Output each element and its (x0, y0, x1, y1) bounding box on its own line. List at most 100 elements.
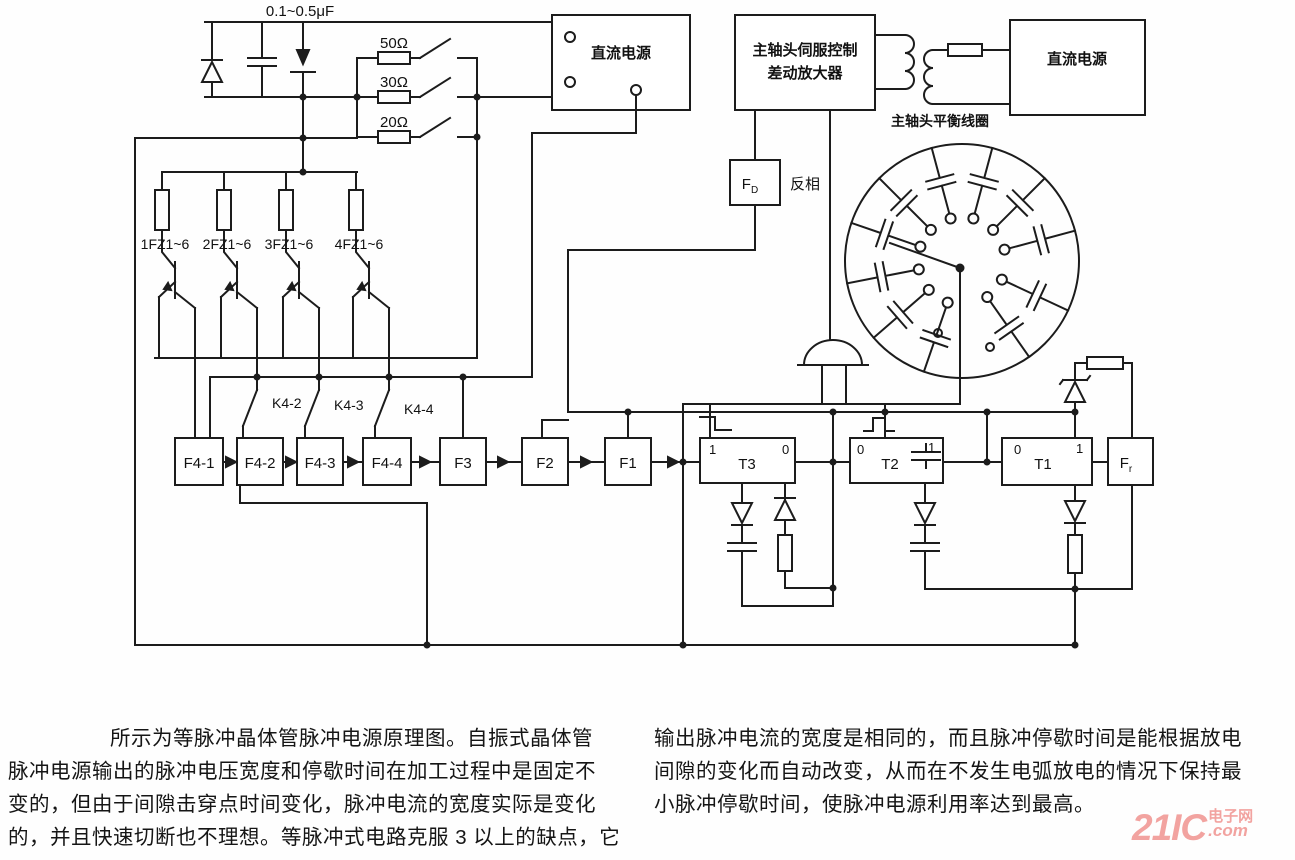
resistor-50ohm-icon (377, 51, 411, 65)
rotary-capacitor-selector (844, 143, 1080, 405)
t1-left-state: 0 (1014, 442, 1021, 457)
box-fr (1107, 437, 1154, 486)
fz-branch-1 (154, 171, 197, 439)
t1-right-state: 1 (1076, 441, 1083, 456)
box-t1 (1001, 437, 1093, 486)
resistor-30ohm-icon (377, 90, 411, 104)
zener-bar (1058, 374, 1092, 386)
terminal (564, 31, 576, 43)
resistor-20ohm-icon (377, 130, 411, 144)
box-t2-label: T2 (881, 456, 899, 473)
caption-line: 小脉冲停歇时间，使脉冲电源利用率达到最高。 (654, 793, 1095, 816)
clamp-diode-leads (201, 21, 223, 98)
spare-contact (933, 328, 943, 338)
fd-box-label: FD (742, 176, 758, 196)
caption-line: 脉冲电源输出的脉冲电压宽度和停歇时间在加工过程中是固定不 (8, 760, 596, 783)
dc-supply-left-label: 直流电源 (591, 44, 651, 62)
t3-right-state: 0 (782, 442, 789, 457)
box-f4-1-label: F4-1 (184, 455, 215, 472)
caption-left-column: 所示为等脉冲晶体管脉冲电源原理图。自振式晶体管 脉冲电源输出的脉冲电压宽度和停歇… (8, 722, 644, 854)
fd-output-wire (567, 204, 756, 413)
fz-branch-3 (278, 171, 321, 391)
box-f4-1 (174, 437, 224, 486)
fz-branch-4 (348, 171, 391, 391)
box-f3-label: F3 (454, 455, 472, 472)
box-f2-label: F2 (536, 455, 554, 472)
fd-main: F (742, 176, 751, 193)
k4-4-switch (373, 388, 391, 439)
res20-label: 20Ω (380, 114, 408, 131)
box-f3 (439, 437, 487, 486)
dc-supply-right-box (1009, 19, 1146, 116)
caption-line: 输出脉冲电流的宽度是相同的，而且脉冲停歇时间是能根据放电 (654, 727, 1242, 750)
dc-supply-right-label: 直流电源 (1047, 50, 1107, 68)
fd-caption: 反相 (790, 176, 820, 193)
capacitor-spokes (845, 146, 1077, 373)
t2-left-state: 0 (857, 442, 864, 457)
k4-3-label: K4-3 (334, 397, 364, 413)
coil2-leads (932, 49, 1011, 105)
k4-2-switch (241, 388, 259, 439)
outer-bottom-bus (134, 137, 1076, 646)
coil-resistor-icon (947, 43, 983, 57)
box-f4-3 (296, 437, 344, 486)
fz3-label: 3FZ1~6 (265, 236, 314, 252)
t2-lower-network (910, 482, 1133, 590)
21ic-watermark: 21IC 电子网 .com (1132, 807, 1254, 848)
box-f4-4 (362, 437, 412, 486)
coil1-icon (903, 33, 915, 91)
wiper-pivot (955, 263, 965, 273)
servo-box-line1: 主轴头伺服控制 (752, 41, 857, 59)
watermark-com: .com (1208, 821, 1248, 840)
fd-box (729, 159, 781, 206)
caption-line: 所示为等脉冲晶体管脉冲电源原理图。自振式晶体管 (110, 727, 593, 750)
k4-3-switch (303, 388, 321, 439)
fd-sub: D (751, 185, 758, 196)
box-f4-4-label: F4-4 (372, 455, 403, 472)
solenoid-bell-icon (797, 339, 869, 405)
switch-50-blade (418, 37, 452, 60)
k4-2-label: K4-2 (272, 395, 302, 411)
terminal (630, 84, 642, 96)
watermark-cn: 电子网 (1208, 808, 1254, 825)
caption-line: 变的，但由于间隙击穿点时间变化，脉冲电流的宽度实际是变化 (8, 793, 596, 816)
selector-wiper-arm (888, 241, 962, 270)
box-fr-label: Fr (1120, 455, 1133, 475)
switch-20-blade (418, 116, 452, 139)
servo-box-line2: 差动放大器 (767, 64, 843, 82)
terminal (564, 76, 576, 88)
rising-pulse-icon (863, 417, 895, 432)
t3-left-state: 1 (709, 442, 716, 457)
box-f4-3-label: F4-3 (305, 455, 336, 472)
k4-4-label: K4-4 (404, 401, 434, 417)
chain-arrows (222, 455, 701, 469)
servo-amp-box (734, 14, 876, 111)
zener-branch (1058, 356, 1133, 439)
falling-pulse-icon (699, 416, 732, 431)
t3-lower-network (727, 411, 834, 607)
spare-contact (985, 342, 995, 352)
t2-internal-capacitor-icon (911, 443, 941, 469)
fz1-label: 1FZ1~6 (141, 236, 190, 252)
cap-value-label: 0.1~0.5μF (266, 3, 334, 20)
pulse-power-supply-schematic: 0.1~0.5μF 50Ω 30Ω 20Ω 直流电源 主轴头伺服控制 差动放大器… (134, 3, 1154, 649)
coil2-icon (923, 48, 935, 106)
coil1-leads (874, 34, 906, 90)
fz2-label: 2FZ1~6 (203, 236, 252, 252)
caption-line: 的，并且快速切断也不理想。等脉冲式电路克服 3 以上的缺点，它 (8, 826, 621, 849)
box-f4-2-label: F4-2 (245, 455, 276, 472)
junction-dots (253, 93, 1079, 649)
box-t3-label: T3 (738, 456, 756, 473)
spark-gap-leads (290, 21, 316, 98)
box-f1-label: F1 (619, 455, 637, 472)
fz4-label: 4FZ1~6 (335, 236, 384, 252)
supply-feed-wire (531, 94, 637, 378)
f2-feed (541, 419, 569, 439)
watermark-21ic: 21IC (1132, 807, 1207, 848)
balance-coil-label: 主轴头平衡线圈 (891, 113, 989, 129)
caption-right-column: 输出脉冲电流的宽度是相同的，而且脉冲停歇时间是能根据放电 间隙的变化而自动改变，… (654, 722, 1294, 821)
fr-sub: r (1129, 464, 1133, 475)
feedback-wire (239, 484, 428, 646)
t1-lower-network (1063, 484, 1087, 646)
